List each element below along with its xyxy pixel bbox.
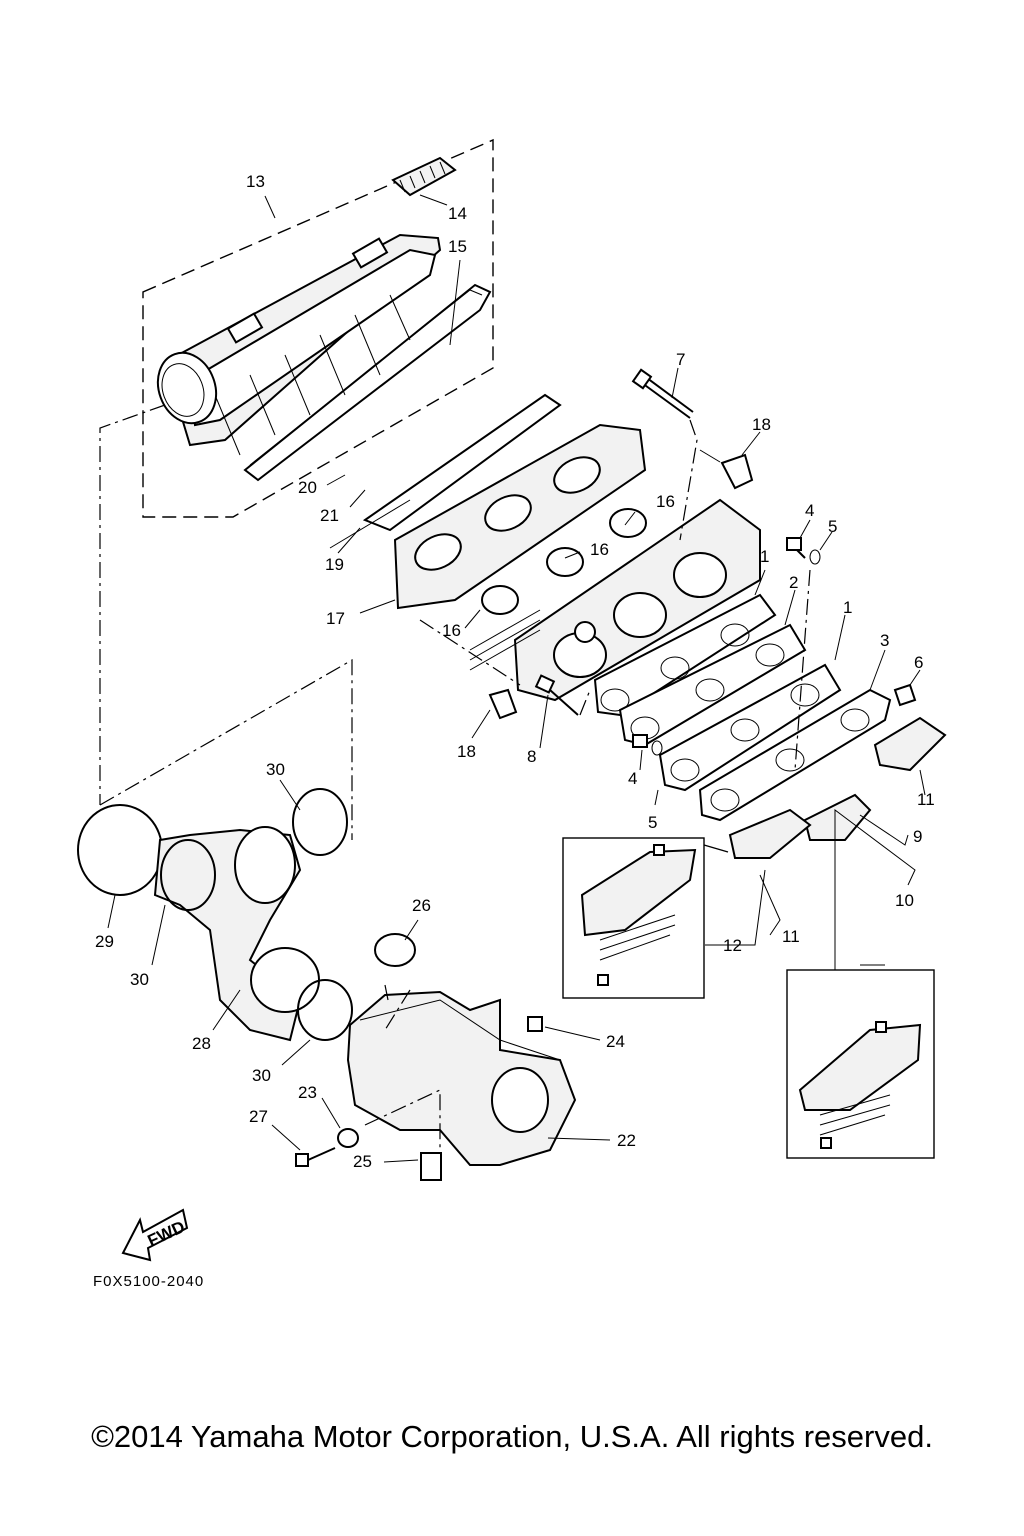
callout-18: 18 xyxy=(457,742,476,761)
callout-1: 1 xyxy=(760,547,769,566)
callout-12: 12 xyxy=(723,936,742,955)
gaskets-1-2 xyxy=(593,593,842,792)
callout-24: 24 xyxy=(606,1032,625,1051)
reed-valve-11-lower xyxy=(728,808,812,859)
callout-13: 13 xyxy=(246,172,265,191)
plug-18-upper xyxy=(699,449,754,490)
callout-25: 25 xyxy=(353,1152,372,1171)
callout-10: 10 xyxy=(895,891,914,910)
bolt-27 xyxy=(295,1147,336,1167)
callout-11: 11 xyxy=(917,790,935,809)
callout-2: 2 xyxy=(789,573,798,592)
callout-22: 22 xyxy=(617,1131,636,1150)
callout-3: 3 xyxy=(880,631,889,650)
figure-code: F0X5100-2040 xyxy=(93,1273,205,1290)
callout-30: 30 xyxy=(252,1066,271,1085)
callout-4: 4 xyxy=(805,501,814,520)
sensor-6 xyxy=(893,683,917,707)
callout-19: 19 xyxy=(325,555,344,574)
callout-14: 14 xyxy=(448,204,467,223)
callout-21: 21 xyxy=(320,506,339,525)
callout-labels: 13 14 15 7 18 20 21 16 16 4 5 19 1 2 1 1… xyxy=(95,172,935,1171)
fwd-label: FWD xyxy=(145,1217,188,1251)
callout-15: 15 xyxy=(448,237,467,256)
callout-4: 4 xyxy=(628,769,637,788)
callout-1: 1 xyxy=(843,598,852,617)
assembly-lines xyxy=(99,404,811,1150)
callout-18: 18 xyxy=(752,415,771,434)
plug-18-lower xyxy=(488,688,518,720)
callout-30: 30 xyxy=(130,970,149,989)
callout-6: 6 xyxy=(914,653,923,672)
grommet-23 xyxy=(337,1128,359,1148)
callout-17: 17 xyxy=(326,609,345,628)
callout-8: 8 xyxy=(527,747,536,766)
callout-20: 20 xyxy=(298,478,317,497)
bolt-4-lower xyxy=(632,734,648,748)
callout-11: 11 xyxy=(782,927,800,946)
reed-valve-kit-10 xyxy=(786,969,935,1159)
clamp-26 xyxy=(374,933,416,1001)
bolt-24 xyxy=(527,1016,543,1032)
callout-28: 28 xyxy=(192,1034,211,1053)
callout-23: 23 xyxy=(298,1083,317,1102)
reed-valve-kit-12 xyxy=(562,837,729,999)
bolt-7 xyxy=(631,368,698,541)
copyright-notice: ©2014 Yamaha Motor Corporation, U.S.A. A… xyxy=(91,1419,933,1454)
callout-7: 7 xyxy=(676,350,685,369)
leader-lines xyxy=(107,194,926,1163)
bolt-8 xyxy=(534,674,591,716)
drain-25 xyxy=(420,1152,442,1181)
callout-9: 9 xyxy=(913,827,922,846)
airbox-assembly-group xyxy=(142,138,494,518)
callout-26: 26 xyxy=(412,896,431,915)
callout-16: 16 xyxy=(442,621,461,640)
callout-5: 5 xyxy=(648,813,657,832)
callout-16: 16 xyxy=(590,540,609,559)
throttle-body xyxy=(469,498,761,702)
bolt-4-upper xyxy=(786,537,806,559)
plate-assembly xyxy=(329,393,647,615)
callout-30: 30 xyxy=(266,760,285,779)
washer-5 xyxy=(651,549,821,756)
fwd-arrow-icon: FWD xyxy=(121,1208,189,1262)
reed-valve-11-upper xyxy=(873,716,947,772)
callout-29: 29 xyxy=(95,932,114,951)
intake-duct-28 xyxy=(77,788,353,1042)
reed-valve-9-middle xyxy=(803,793,872,841)
callout-16: 16 xyxy=(656,492,675,511)
intake-manifold-22 xyxy=(346,990,577,1166)
callout-5: 5 xyxy=(828,517,837,536)
callout-27: 27 xyxy=(249,1107,268,1126)
